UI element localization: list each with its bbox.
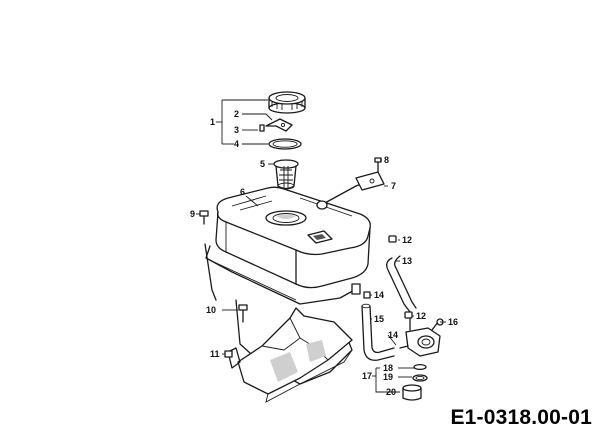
callout-5: 5 [260,159,265,169]
bracket-bolt [238,304,248,323]
callout-12-lower: 12 [416,311,426,321]
sediment-gasket [413,363,427,371]
callout-20: 20 [386,387,396,397]
cap-retainer-strap [259,118,293,132]
callout-7: 7 [391,181,396,191]
fuel-strainer [273,159,299,190]
callout-9: 9 [190,209,195,219]
callout-8: 8 [384,155,389,165]
fuel-hose-upper [386,255,417,313]
callout-10: 10 [206,305,216,315]
hose-clamp-mid [404,311,413,319]
callout-2: 2 [234,109,239,119]
cap-gasket [268,138,302,150]
callout-3: 3 [234,125,239,135]
diagram-reference-code: E1-0318.00-01 [450,406,592,429]
fuel-cap [268,91,306,114]
callout-6: 6 [240,187,245,197]
callout-12-upper: 12 [402,235,412,245]
tank-mounting-bracket [204,243,353,403]
callout-11: 11 [210,349,220,359]
bracket-nut [224,350,233,358]
callout-14-lower: 14 [388,330,398,340]
fuel-pipe [361,291,395,361]
callout-15: 15 [374,314,384,324]
tank-bolt-left [199,210,209,225]
callout-18: 18 [383,363,393,373]
fuel-valve [399,317,444,357]
callout-13: 13 [402,256,412,266]
sediment-cup [402,384,422,401]
fuel-tank [205,186,371,305]
hose-clamp-upper [388,235,397,243]
callout-14-upper: 14 [374,290,384,300]
callout-1: 1 [210,117,215,127]
callout-16: 16 [448,317,458,327]
callout-labels: 1 2 3 4 5 6 7 8 9 10 11 12 13 14 15 12 1… [190,109,458,397]
fuel-level-float [316,171,385,210]
callout-19: 19 [383,372,393,382]
sediment-o-ring [412,374,428,382]
callout-4: 4 [234,139,239,149]
leader-lines [196,99,446,393]
callout-17: 17 [362,371,372,381]
